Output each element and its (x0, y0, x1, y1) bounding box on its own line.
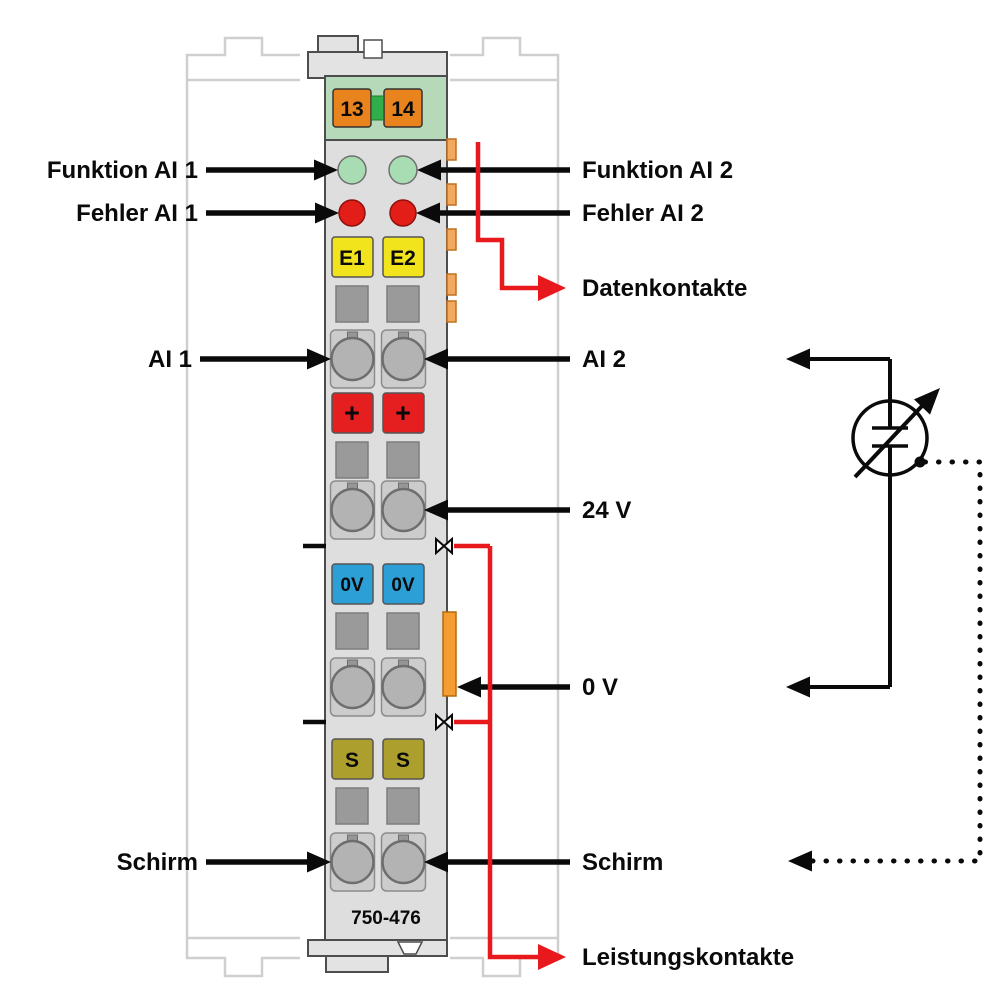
arrowhead-icon (424, 348, 448, 370)
label-schirm-left: Schirm (117, 849, 198, 876)
part-number: 750-476 (351, 908, 421, 929)
power-contact-tab (442, 611, 457, 697)
terminal-e2-label: E2 (390, 247, 416, 270)
terminal-s2 (382, 738, 425, 780)
variable-arrowhead-icon (914, 388, 940, 415)
led-fehler-ai1 (338, 199, 366, 227)
arrowhead-icon (307, 348, 331, 370)
ghost-module-left (185, 36, 300, 978)
terminal-plus-1 (331, 392, 374, 434)
module-top-slot (363, 39, 383, 59)
terminal-s1 (331, 738, 374, 780)
terminal-plus-2 (382, 392, 425, 434)
terminal-s1-label: S (345, 749, 359, 772)
module-bottom-cap (307, 939, 448, 957)
data-contact-tab (446, 300, 457, 323)
clamp-0v-1 (330, 664, 375, 710)
terminal-well (335, 787, 369, 825)
bus-terminal-14-label: 14 (391, 98, 415, 121)
bus-terminal-13-label: 13 (340, 98, 363, 121)
arrowhead-icon (307, 851, 331, 873)
led-fehler-ai2 (389, 199, 417, 227)
terminal-well (386, 612, 420, 650)
clamp-schirm-2 (381, 839, 426, 885)
clamp-schirm-1 (330, 839, 375, 885)
arrowhead-icon (417, 159, 441, 181)
terminal-0v-2 (382, 563, 425, 605)
arrowhead-icon (424, 499, 448, 521)
terminal-well (335, 285, 369, 323)
terminal-0v-2-label: 0V (391, 575, 415, 596)
junction-dot (914, 456, 926, 468)
terminal-well (335, 612, 369, 650)
terminal-s2-label: S (396, 749, 410, 772)
arrowhead-icon (786, 676, 810, 698)
label-funktion-ai2: Funktion AI 2 (582, 157, 733, 184)
label-ai1: AI 1 (148, 346, 192, 373)
terminal-well (386, 441, 420, 479)
red-arrowhead-icon (538, 944, 566, 970)
clamp-24v-1 (330, 487, 375, 533)
label-ai2: AI 2 (582, 346, 626, 373)
data-contact-tab (446, 183, 457, 206)
terminal-0v-1-label: 0V (340, 575, 364, 596)
contact-bowtie-icon (435, 712, 453, 732)
datenkontakte-line (475, 142, 540, 291)
label-leistungskontakte: Leistungskontakte (582, 944, 794, 971)
ghost-module-right (450, 36, 560, 978)
clamp-ai2 (381, 336, 426, 382)
module-bottom-slot (396, 941, 424, 955)
arrowhead-icon (424, 851, 448, 873)
label-schirm-right: Schirm (582, 849, 663, 876)
data-contact-tab (446, 273, 457, 296)
arrowhead-icon (416, 202, 440, 224)
terminal-well (335, 441, 369, 479)
led-funktion-ai2 (388, 155, 418, 185)
terminal-e2 (382, 236, 425, 278)
bus-green-key (371, 95, 384, 121)
data-contact-tab (446, 228, 457, 251)
label-0v: 0 V (582, 674, 618, 701)
terminal-0v-1 (331, 563, 374, 605)
arrowhead-icon (457, 676, 481, 698)
clamp-0v-2 (381, 664, 426, 710)
label-24v: 24 V (582, 497, 631, 524)
arrowhead-icon (786, 348, 810, 370)
terminal-plus-1-label: + (344, 398, 360, 428)
label-datenkontakte: Datenkontakte (582, 275, 747, 302)
label-funktion-ai1: Funktion AI 1 (47, 157, 198, 184)
leistungskontakte-line (454, 543, 540, 960)
data-contact-tab (446, 138, 457, 161)
label-fehler-ai1: Fehler AI 1 (76, 200, 198, 227)
capacitive-sensor-symbol (851, 399, 929, 477)
clamp-24v-2 (381, 487, 426, 533)
terminal-e1-label: E1 (339, 247, 365, 270)
led-funktion-ai1 (337, 155, 367, 185)
terminal-plus-2-label: + (395, 398, 411, 428)
red-arrowhead-icon (538, 275, 566, 301)
contact-bowtie-icon (435, 536, 453, 556)
variable-arrow-shaft (853, 404, 924, 479)
clamp-ai1 (330, 336, 375, 382)
sensor-shield-dotted-line (809, 459, 983, 864)
terminal-well (386, 285, 420, 323)
label-fehler-ai2: Fehler AI 2 (582, 200, 704, 227)
module-bottom-tab (325, 955, 389, 973)
arrowhead-icon (788, 850, 812, 872)
arrowhead-icon (314, 159, 338, 181)
terminal-well (386, 787, 420, 825)
terminal-e1 (331, 236, 374, 278)
arrowhead-icon (315, 202, 339, 224)
